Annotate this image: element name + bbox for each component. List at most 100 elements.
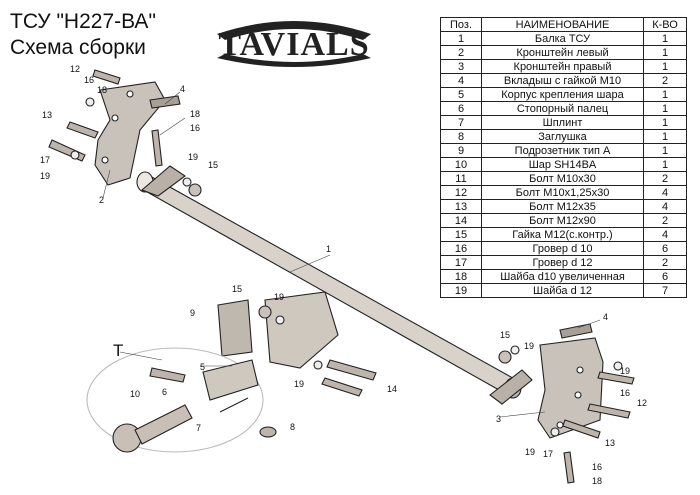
washer-part — [313, 360, 323, 370]
washer-part — [550, 427, 560, 437]
bolt-part — [48, 139, 86, 162]
beam-mount-left — [140, 165, 186, 197]
callout-15: 15 — [232, 284, 242, 294]
callout-13: 13 — [42, 110, 52, 120]
washer-part — [275, 315, 285, 325]
callout-7: 7 — [196, 423, 201, 433]
logo-text: TAVIALS — [218, 26, 370, 63]
callout-15: 15 — [500, 330, 510, 340]
callout-1: 1 — [326, 244, 331, 254]
insert-part-right — [559, 323, 593, 339]
callout-19: 19 — [294, 379, 304, 389]
insert-part — [149, 95, 181, 109]
cell-name: Шайба d10 увеличенная — [481, 269, 644, 284]
washer-part — [182, 177, 192, 187]
washer-part — [70, 150, 80, 160]
callout-5: 5 — [200, 362, 205, 372]
bolt-part — [151, 129, 163, 167]
center-bracket-part — [264, 291, 339, 369]
callout-19: 19 — [525, 447, 535, 457]
callout-8: 8 — [290, 422, 295, 432]
col-header-qty: К-ВО — [643, 17, 687, 32]
nut-part — [188, 183, 202, 197]
socket-plate-part — [217, 299, 253, 357]
bolt-part — [321, 377, 363, 397]
cell-name: Кронштейн левый — [481, 45, 644, 60]
bracket-left-hole — [126, 90, 134, 98]
cell-name: Гровер d 10 — [481, 241, 644, 256]
callout-18: 18 — [190, 109, 200, 119]
callout-19: 19 — [274, 292, 284, 302]
cell-name: Шплинт — [481, 115, 644, 130]
stop-pin-part — [149, 367, 186, 383]
callout-18: 18 — [97, 85, 107, 95]
cell-name: Подрозетник тип А — [481, 143, 644, 158]
cell-qty: 2 — [643, 255, 687, 270]
bracket-right-hole — [574, 391, 582, 399]
cell-pos: 17 — [440, 255, 482, 270]
callout-16: 16 — [84, 75, 94, 85]
bolt-part — [587, 403, 631, 419]
callout-19: 19 — [40, 171, 50, 181]
callout-14: 14 — [387, 384, 397, 394]
brand-logo: TAVIALS — [213, 14, 375, 70]
page-subtitle: Схема сборки — [10, 36, 146, 59]
bracket-left-hole — [111, 114, 119, 122]
ball-neck-part — [134, 404, 193, 445]
washer-part — [510, 345, 520, 355]
split-pin-part — [219, 397, 249, 413]
callout-3: 3 — [496, 414, 501, 424]
cell-name: Гровер d 12 — [481, 255, 644, 270]
cell-name: Шайба d 12 — [481, 283, 644, 298]
bolt-part — [66, 121, 99, 139]
cell-name: Балка ТСУ — [481, 31, 644, 46]
ball-housing-part — [202, 359, 259, 401]
bracket-right-hole — [556, 421, 564, 429]
callout-4: 4 — [180, 84, 185, 94]
callout-10: 10 — [130, 389, 140, 399]
ball-kit-outline — [86, 347, 264, 453]
cell-qty: 7 — [643, 283, 687, 298]
callout-17: 17 — [40, 155, 50, 165]
bracket-left-part — [94, 81, 166, 186]
cell-name: Кронштейн правый — [481, 59, 644, 74]
callout-19: 19 — [188, 152, 198, 162]
callout-2: 2 — [99, 195, 104, 205]
cell-pos: 19 — [440, 283, 482, 298]
callout-16: 16 — [592, 462, 602, 472]
bracket-left-hole — [101, 156, 109, 164]
nut-part — [258, 305, 272, 319]
plug-part — [259, 426, 277, 438]
page-title: ТСУ "Н227-ВА" — [10, 10, 156, 33]
callout-kit-T: T — [113, 341, 123, 360]
callout-16: 16 — [190, 123, 200, 133]
beam-mount-right — [489, 369, 533, 405]
callout-15: 15 — [208, 160, 218, 170]
bolt-part — [563, 451, 575, 484]
cell-name: Болт М12х90 — [481, 213, 644, 228]
washer-part — [85, 97, 95, 107]
callout-19: 19 — [620, 366, 630, 376]
cell-name: Болт М12х35 — [481, 199, 644, 214]
tow-ball-part — [112, 423, 142, 453]
bolt-part — [326, 359, 377, 381]
callout-12: 12 — [70, 64, 80, 74]
washer-part — [613, 361, 623, 371]
bolt-part — [597, 371, 635, 385]
cell-name: Заглушка — [481, 129, 644, 144]
callout-19: 19 — [524, 341, 534, 351]
bracket-right-hole — [576, 366, 584, 374]
